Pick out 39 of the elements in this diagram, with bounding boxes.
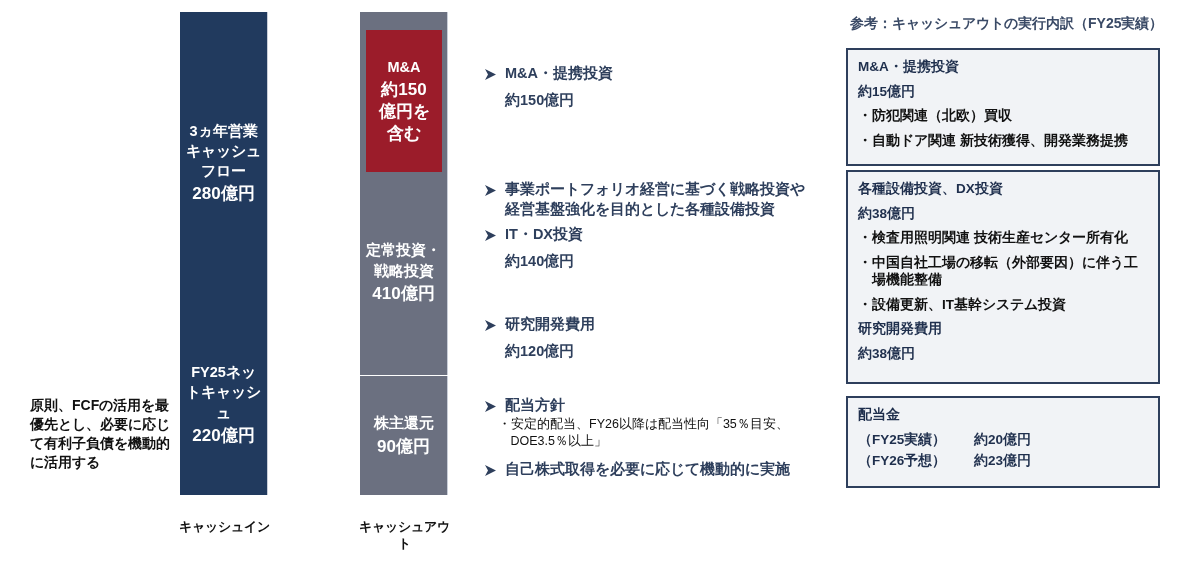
bar-label: 株主還元 <box>372 414 435 434</box>
bar-label: 定常投資・戦略投資 <box>365 241 442 281</box>
bullet-heading: 研究開発費用 <box>505 315 596 334</box>
panel-text: ・設備更新、IT基幹システム投資 <box>858 295 1067 314</box>
panel-heading: M&A・提携投資 <box>858 58 960 76</box>
axis-label: キャッシュアウト <box>357 519 451 553</box>
amount-text: 約150億円 <box>505 91 576 110</box>
bar-value: 280億円 <box>191 183 256 206</box>
bar-label: M&A <box>386 57 422 77</box>
bar-label: 3ヵ年営業キャッシュフロー <box>185 121 262 182</box>
bar-value: 90億円 <box>376 435 431 458</box>
axis-label: キャッシュイン <box>177 519 271 536</box>
panel-heading: 配当金 <box>858 406 901 424</box>
panel-text: 約38億円 <box>858 204 917 223</box>
bullet-heading: IT・DX投資 <box>505 225 585 244</box>
bar-label: FY25ネットキャッシュ <box>185 363 262 423</box>
panel-text: ・防犯関連（北欧）買収 <box>858 107 1013 125</box>
panel-text: 約38億円 <box>858 344 917 363</box>
panel-text: （FY26予想） <box>858 452 948 470</box>
panel-heading: 各種設備投資、DX投資 <box>858 180 1004 198</box>
bullet-heading: 配当方針 <box>505 396 566 415</box>
amount-text: 約140億円 <box>505 252 576 271</box>
bullet-heading: M&A・提携投資 <box>505 64 615 83</box>
bar-value: 220億円 <box>191 424 256 447</box>
panel-text: 約15億円 <box>858 82 917 101</box>
amount-text: 約120億円 <box>505 342 576 361</box>
bullet-heading: 事業ポートフォリオ経営に基づく戦略投資や経営基盤強化を目的とした各種設備投資 <box>505 180 805 219</box>
bar-value: 約150億円を含む <box>377 79 431 146</box>
panel-text: （FY25実績） <box>858 430 948 449</box>
policy-text: ・安定的配当、FY26以降は配当性向「35％目安、DOE3.5％以上」 <box>498 416 790 450</box>
panel-text: ・中国自社工場の移転（外部要因）に伴う工場機能整備 <box>858 253 1139 289</box>
panel-text: 約20億円 <box>974 430 1033 449</box>
panel-text: ・自動ドア関連 新技術獲得、開発業務提携 <box>858 131 1129 150</box>
panel-text: ・検査用照明関連 技術生産センター所有化 <box>858 229 1129 247</box>
bar-value: 410億円 <box>371 282 436 305</box>
bullet-heading: 自己株式取得を必要に応じて機動的に実施 <box>505 460 791 479</box>
panel-heading: 研究開発費用 <box>858 320 943 338</box>
panel-text: 約23億円 <box>974 452 1033 470</box>
section-title: 参考：キャッシュアウトの実行内訳（FY25実績） <box>850 14 1165 33</box>
